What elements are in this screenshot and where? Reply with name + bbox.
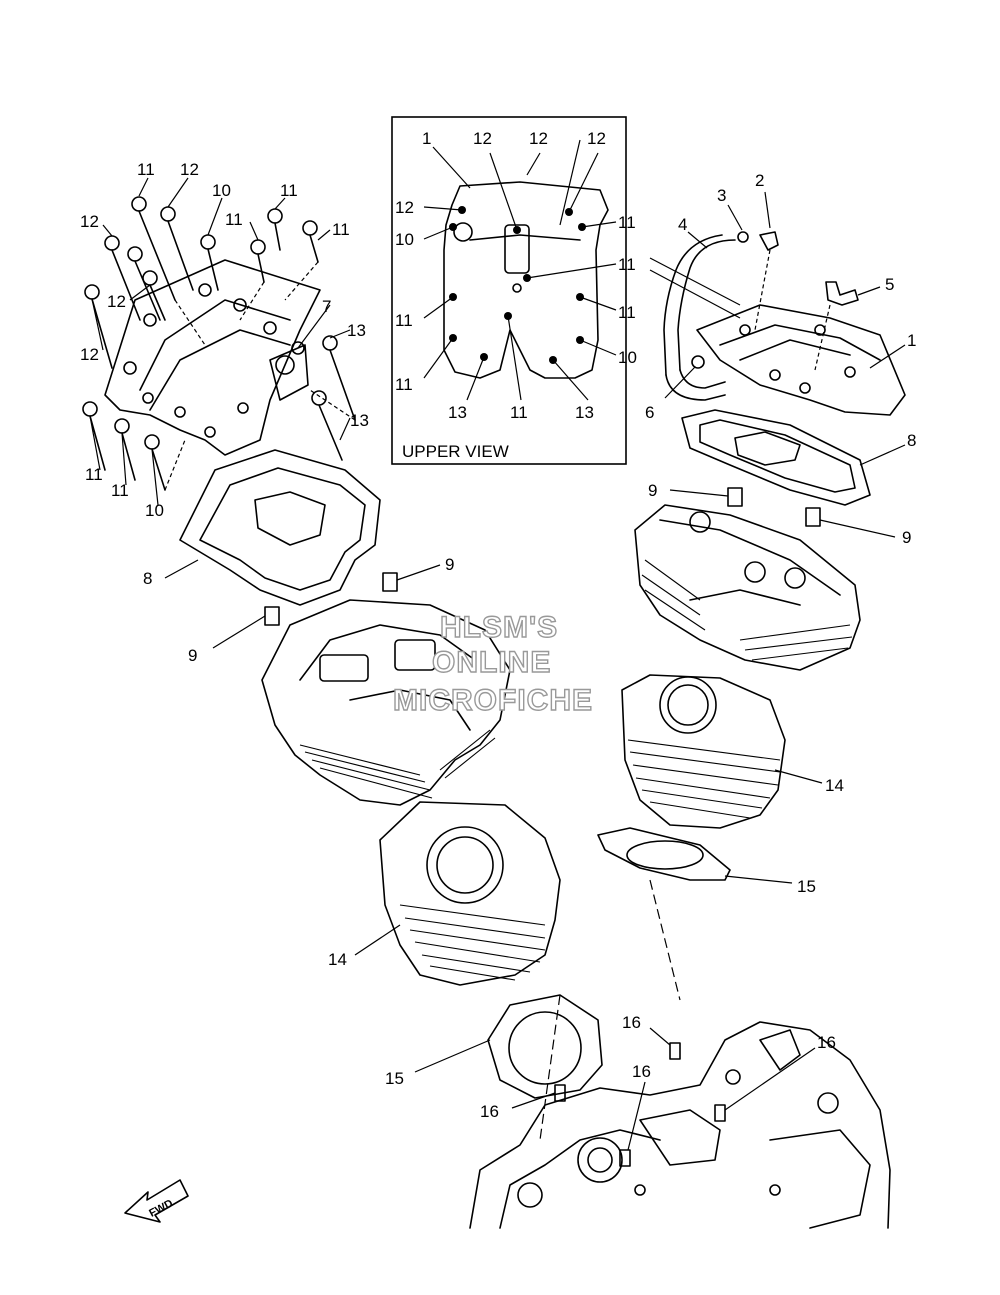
left-head-cover: [104, 259, 321, 456]
callout-9: 9: [188, 646, 197, 665]
callout-11: 11: [111, 481, 129, 500]
callout-16: 16: [632, 1062, 651, 1081]
left-leaders: [89, 177, 351, 506]
callout-1: 1: [422, 129, 431, 148]
right-cylinder: [621, 674, 823, 829]
callout-8: 8: [143, 569, 152, 588]
forward-arrow-icon: FWD: [124, 1179, 189, 1223]
callout-12: 12: [529, 129, 548, 148]
callout-14: 14: [825, 776, 844, 795]
callout-11: 11: [137, 160, 155, 179]
callout-3: 3: [717, 186, 726, 205]
hose-clamp-6: [664, 355, 705, 399]
callout-9: 9: [648, 481, 657, 500]
callout-12: 12: [180, 160, 199, 179]
left-cylinder-head: [261, 599, 511, 806]
callout-16: 16: [480, 1102, 499, 1121]
callout-11: 11: [225, 210, 243, 229]
right-dowels: [669, 487, 896, 538]
watermark-line-3: MICROFICHE: [393, 684, 593, 717]
callout-12: 12: [107, 292, 126, 311]
callout-7: 7: [322, 297, 331, 316]
callout-5: 5: [885, 275, 894, 294]
callout-4: 4: [678, 215, 687, 234]
callout-9: 9: [902, 528, 911, 547]
callout-15: 15: [797, 877, 816, 896]
right-head-cover: [696, 304, 906, 416]
callout-1: 1: [907, 331, 916, 350]
crankcase: [469, 1021, 891, 1229]
callout-12: 12: [473, 129, 492, 148]
left-head-gasket: [164, 449, 381, 606]
callout-16: 16: [622, 1013, 641, 1032]
right-head-gasket: [681, 409, 906, 506]
callout-2: 2: [755, 171, 764, 190]
callout-12: 12: [80, 345, 99, 364]
right-cylinder-head: [634, 504, 861, 671]
callout-11: 11: [618, 255, 636, 274]
callout-11: 11: [85, 465, 103, 484]
left-cylinder: [354, 801, 561, 986]
callout-15: 15: [385, 1069, 404, 1088]
cover-bolts: [82, 196, 356, 491]
callout-12: 12: [587, 129, 606, 148]
watermark: HLSM'S ONLINE MICROFICHE: [392, 610, 593, 717]
callout-11: 11: [280, 181, 298, 200]
callout-13: 13: [575, 403, 594, 422]
callout-9: 9: [445, 555, 454, 574]
callout-12: 12: [395, 198, 414, 217]
left-base-gasket: [414, 994, 603, 1099]
callout-8: 8: [907, 431, 916, 450]
upper-view-inset: UPPER VIEW: [391, 116, 637, 465]
watermark-line-2: ONLINE: [432, 646, 551, 679]
callout-11: 11: [510, 403, 528, 422]
breather-hose: [649, 231, 741, 401]
left-dowels: [212, 564, 441, 649]
hose-clip-and-union: [727, 191, 779, 331]
callout-10: 10: [395, 230, 414, 249]
callout-13: 13: [448, 403, 467, 422]
upper-view-title: UPPER VIEW: [402, 442, 509, 461]
callout-6: 6: [645, 403, 654, 422]
fwd-label: FWD: [147, 1197, 175, 1219]
callout-10: 10: [212, 181, 231, 200]
callout-11: 11: [395, 311, 413, 330]
callout-12: 12: [80, 212, 99, 231]
callout-11: 11: [618, 303, 636, 322]
callout-11: 11: [395, 375, 413, 394]
watermark-line-1: HLSM'S: [440, 611, 558, 644]
callout-10: 10: [618, 348, 637, 367]
crankcase-dowels: [511, 1027, 816, 1167]
callout-11: 11: [332, 220, 350, 239]
callout-13: 13: [350, 411, 369, 430]
elbow-fitting-5: [814, 281, 881, 371]
callout-13: 13: [347, 321, 366, 340]
callout-11: 11: [618, 213, 636, 232]
right-base-gasket: [539, 827, 793, 1141]
callout-16: 16: [817, 1033, 836, 1052]
callout-14: 14: [328, 950, 347, 969]
callout-10: 10: [145, 501, 164, 520]
